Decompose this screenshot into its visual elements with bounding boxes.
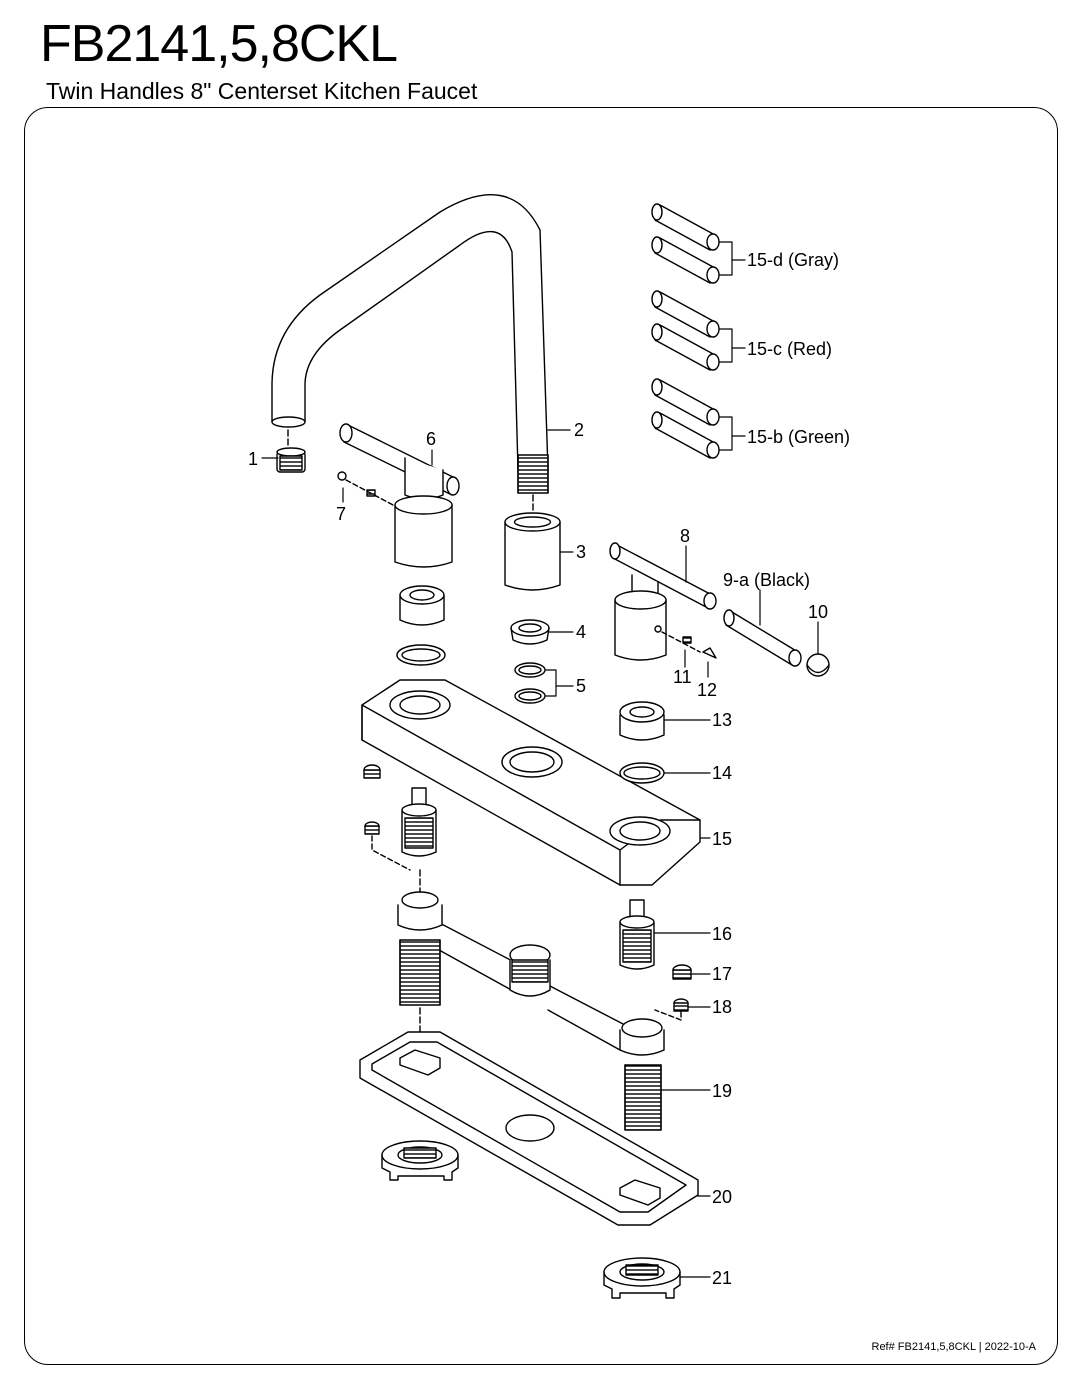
label-part-21: 21 xyxy=(712,1268,732,1288)
label-part-20: 20 xyxy=(712,1187,732,1207)
label-part-4: 4 xyxy=(576,622,586,642)
label-part-2: 2 xyxy=(574,420,584,440)
page-title: FB2141,5,8CKL xyxy=(40,15,398,73)
left-cartridge xyxy=(363,764,437,871)
label-part-1: 1 xyxy=(248,449,258,469)
label-part-3: 3 xyxy=(576,542,586,562)
o-rings xyxy=(514,662,546,704)
label-part-13: 13 xyxy=(712,710,732,730)
spout-sleeve xyxy=(504,494,561,591)
leader-lines xyxy=(261,241,819,1278)
mounting-nut-right xyxy=(603,1257,681,1299)
label-part-19: 19 xyxy=(712,1081,732,1101)
label-part-17: 17 xyxy=(712,964,732,984)
label-part-16: 16 xyxy=(712,924,732,944)
right-bonnet-nut xyxy=(619,701,665,784)
label-part-11: 11 xyxy=(673,667,692,687)
right-cartridge xyxy=(619,899,692,1021)
page-subtitle: Twin Handles 8" Centerset Kitchen Faucet xyxy=(46,78,478,104)
label-part-7: 7 xyxy=(336,504,346,524)
spout xyxy=(271,194,549,494)
label-part-15b: 15-b (Green) xyxy=(747,427,850,447)
label-part-14: 14 xyxy=(712,763,732,783)
base-gasket xyxy=(359,1031,699,1226)
label-part-9a: 9-a (Black) xyxy=(723,570,810,590)
label-part-12: 12 xyxy=(697,680,717,700)
right-handle xyxy=(609,542,830,677)
mounting-nut-left xyxy=(381,1140,459,1181)
label-part-8: 8 xyxy=(680,526,690,546)
label-part-6: 6 xyxy=(426,429,436,449)
label-part-5: 5 xyxy=(576,676,586,696)
reference-number: Ref# FB2141,5,8CKL | 2022-10-A xyxy=(871,1341,1037,1353)
handle-sleeve-set xyxy=(651,203,720,459)
spout-nut xyxy=(510,619,550,645)
label-part-10: 10 xyxy=(808,602,828,622)
aerator xyxy=(276,429,306,473)
left-bonnet-nut xyxy=(396,585,446,666)
label-part-15: 15 xyxy=(712,829,732,849)
diagram-frame xyxy=(24,107,1058,1365)
label-part-15c: 15-c (Red) xyxy=(747,339,832,359)
deck-plate xyxy=(361,679,701,886)
left-handle xyxy=(337,423,460,568)
label-part-15d: 15-d (Gray) xyxy=(747,250,839,270)
valve-body xyxy=(397,869,665,1131)
label-part-18: 18 xyxy=(712,997,732,1017)
